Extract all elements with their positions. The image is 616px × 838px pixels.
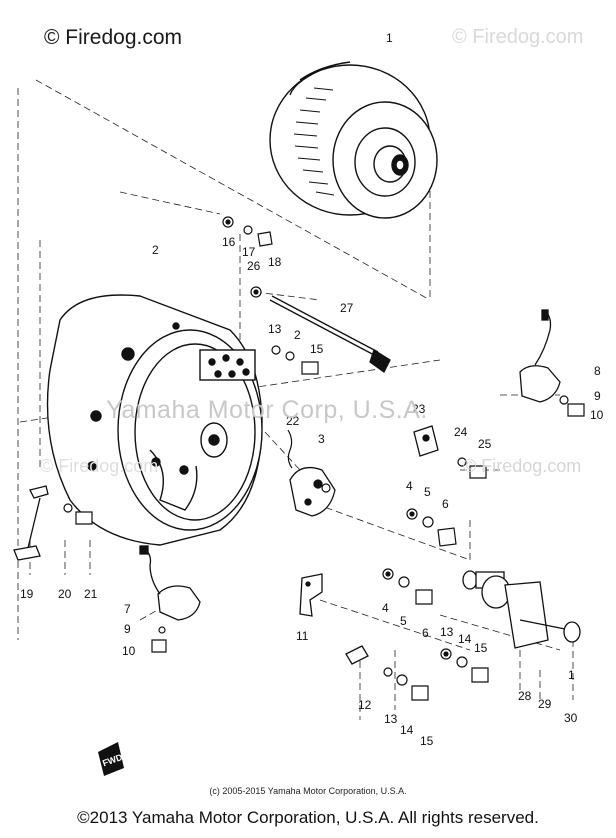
condenser-left xyxy=(139,545,201,621)
callout-2: 2 xyxy=(152,243,159,257)
callout-13c: 13 xyxy=(384,712,398,726)
callout-20: 20 xyxy=(58,587,72,601)
spring-clip-22 xyxy=(287,429,293,469)
callout-3: 3 xyxy=(318,432,325,446)
callout-6a: 6 xyxy=(442,497,449,511)
long-bolt-27 xyxy=(269,295,391,373)
callout-4b: 4 xyxy=(382,601,389,615)
callout-28: 28 xyxy=(518,689,532,703)
condenser-right xyxy=(519,309,561,403)
callout-14a: 14 xyxy=(458,632,472,646)
callout-19: 19 xyxy=(20,587,34,601)
watermark-mid-right: © Firedog.com xyxy=(463,456,582,476)
callout-17: 17 xyxy=(242,245,256,259)
callout-27: 27 xyxy=(340,301,354,315)
callout-10a: 10 xyxy=(590,408,604,422)
callout-9b: 9 xyxy=(124,622,131,636)
callout-12: 12 xyxy=(358,698,372,712)
callout-29: 29 xyxy=(538,697,552,711)
callout-9a: 9 xyxy=(594,389,601,403)
bracket-23 xyxy=(413,425,439,457)
callout-8: 8 xyxy=(594,364,601,378)
callout-21: 21 xyxy=(84,587,98,601)
callout-25: 25 xyxy=(478,437,492,451)
callout-1b: 1 xyxy=(568,668,575,682)
callout-22: 22 xyxy=(286,414,300,428)
callout-1: 1 xyxy=(386,31,393,45)
callout-5b: 5 xyxy=(400,614,407,628)
callout-30: 30 xyxy=(564,711,578,725)
bracket-12 xyxy=(345,645,369,665)
callout-2b: 2 xyxy=(294,328,301,342)
callout-numbers: 1 2 16 17 18 26 27 13 2 15 8 9 10 23 22 … xyxy=(20,31,604,748)
copyright-footer: ©2013 Yamaha Motor Corporation, U.S.A. A… xyxy=(77,808,539,827)
callout-23: 23 xyxy=(412,402,426,416)
callout-6b: 6 xyxy=(422,626,429,640)
callout-15c: 15 xyxy=(420,734,434,748)
watermark-top-right: © Firedog.com xyxy=(452,26,584,48)
callout-15b: 15 xyxy=(474,641,488,655)
fwd-arrow-marker: FWD xyxy=(98,742,124,776)
contact-breaker xyxy=(289,466,336,517)
credit-line: (c) 2005-2015 Yamaha Motor Corporation, … xyxy=(209,786,407,796)
callout-26: 26 xyxy=(247,259,261,273)
callout-10b: 10 xyxy=(122,644,136,658)
callout-18: 18 xyxy=(268,255,282,269)
callout-4a: 4 xyxy=(406,479,413,493)
breaker-plate-11 xyxy=(299,573,323,617)
flywheel-rotor xyxy=(269,61,438,219)
fasteners xyxy=(63,216,585,701)
callout-5a: 5 xyxy=(424,485,431,499)
watermark-center: Yamaha Motor Corp, U.S.A. xyxy=(106,396,428,424)
callout-14b: 14 xyxy=(400,723,414,737)
shaft-assembly xyxy=(462,570,581,649)
callout-15a: 15 xyxy=(310,342,324,356)
callout-13a: 13 xyxy=(268,322,282,336)
lead-wire-19 xyxy=(13,485,49,561)
watermark-mid-left: © Firedog.com xyxy=(40,456,159,476)
callout-13b: 13 xyxy=(440,625,454,639)
stator-housing xyxy=(46,294,263,546)
callout-11: 11 xyxy=(296,629,309,643)
callout-24: 24 xyxy=(454,425,468,439)
callout-16: 16 xyxy=(222,235,236,249)
watermark-top-left: © Firedog.com xyxy=(44,26,183,49)
callout-7: 7 xyxy=(124,602,131,616)
